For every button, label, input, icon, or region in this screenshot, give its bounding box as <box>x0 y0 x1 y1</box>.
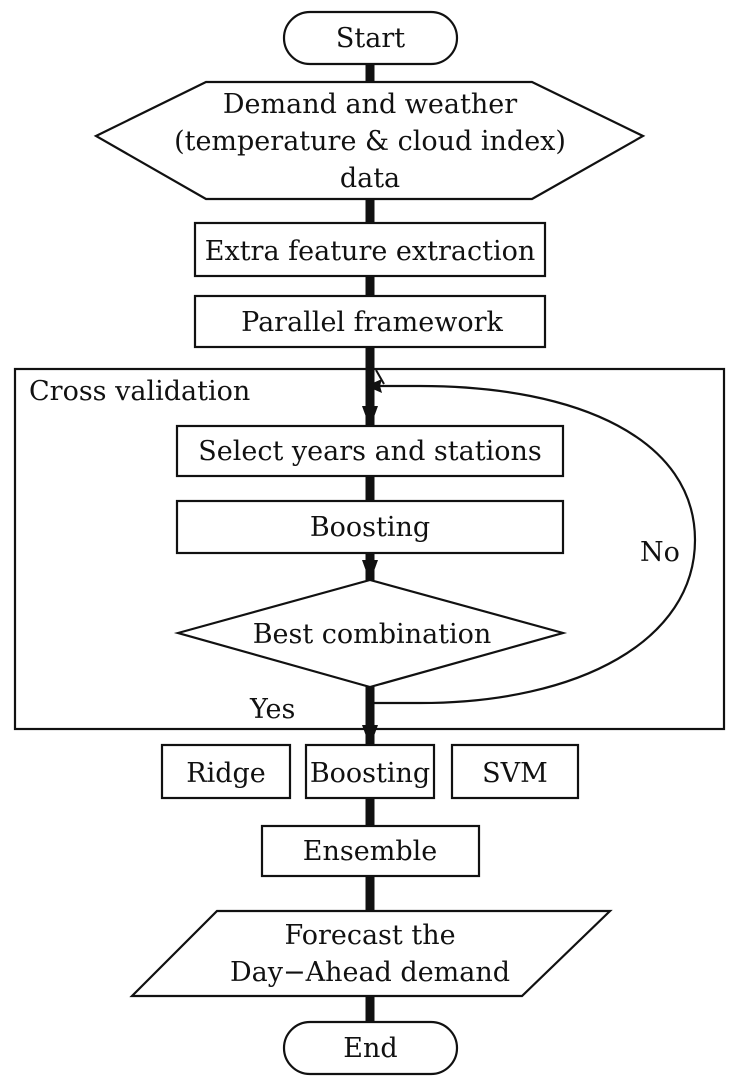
forecast-parallelogram <box>129 909 613 998</box>
cross-validation-label: Cross validation <box>29 376 250 407</box>
forecast-line-1: Forecast the <box>284 920 455 951</box>
boosting-cv-box <box>175 499 565 555</box>
boosting-model-label: Boosting <box>310 758 430 789</box>
data-input-hexagon <box>93 80 646 201</box>
select-label: Select years and stations <box>198 436 541 467</box>
cross-validation-frame <box>13 367 726 731</box>
ridge-label: Ridge <box>186 758 266 789</box>
forecast-line-2: Day−Ahead demand <box>230 957 510 988</box>
ensemble-label: Ensemble <box>303 836 437 867</box>
select-box <box>175 424 565 478</box>
svm-label: SVM <box>482 758 548 789</box>
parallel-framework-box <box>193 294 547 349</box>
feature-extraction-label: Extra feature extraction <box>205 236 535 267</box>
yes-label: Yes <box>249 694 295 725</box>
parallel-framework-label: Parallel framework <box>241 307 503 338</box>
data-input-line-2: (temperature & cloud index) <box>174 126 566 157</box>
svm-box <box>450 743 580 800</box>
best-combination-diamond <box>173 578 568 689</box>
start-label: Start <box>336 23 405 54</box>
end-label: End <box>343 1033 397 1064</box>
start-terminal <box>282 10 459 66</box>
ridge-box <box>160 743 292 800</box>
data-input-line-3: data <box>340 163 400 194</box>
boosting-model-box <box>304 743 436 800</box>
end-terminal <box>282 1020 459 1076</box>
data-input-line-1: Demand and weather <box>223 89 517 120</box>
no-loop-tick <box>375 369 385 385</box>
feature-extraction-box <box>193 221 547 278</box>
no-label: No <box>640 537 680 568</box>
ensemble-box <box>260 824 481 878</box>
no-loop-arrowhead <box>366 379 382 393</box>
no-loop-path <box>373 384 697 705</box>
best-combination-label: Best combination <box>253 619 492 650</box>
boosting-cv-label: Boosting <box>310 512 430 543</box>
